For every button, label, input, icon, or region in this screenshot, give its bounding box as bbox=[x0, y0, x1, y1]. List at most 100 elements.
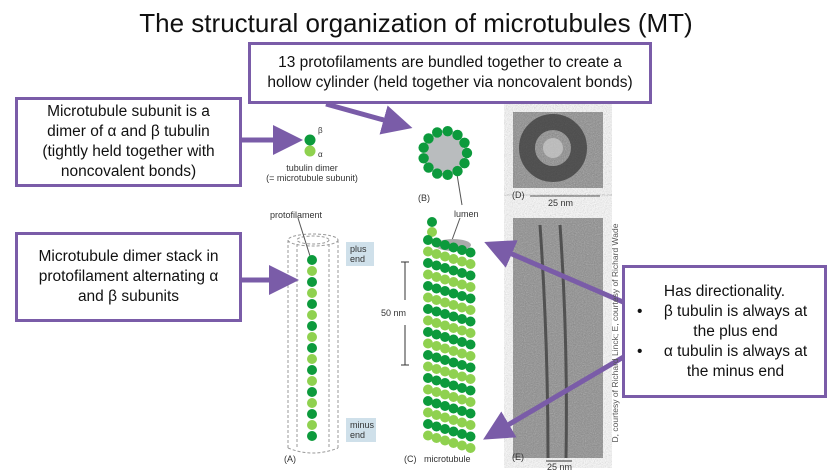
microtubule-subunit bbox=[465, 282, 476, 292]
microtubule-subunit bbox=[423, 361, 433, 372]
microtubule-subunit bbox=[431, 249, 442, 259]
microtubule-subunit bbox=[440, 332, 450, 342]
protofilament-cross-section bbox=[423, 162, 434, 173]
dimer-label-text: tubulin dimer bbox=[286, 163, 338, 173]
panel-b-label: (B) bbox=[418, 193, 430, 203]
alpha-tubulin bbox=[304, 145, 316, 157]
microtubule-subunit bbox=[440, 401, 450, 411]
microtubule-subunit bbox=[448, 242, 459, 253]
microtubule-subunit bbox=[423, 407, 433, 418]
protofilament-cross-section bbox=[418, 142, 429, 153]
microtubule-subunit bbox=[440, 297, 450, 308]
beta-label: β bbox=[318, 126, 323, 135]
microtubule-subunit bbox=[465, 339, 476, 350]
microtubule-subunit bbox=[457, 383, 467, 393]
microtubule-subunit bbox=[423, 419, 433, 429]
microtubule-subunit bbox=[465, 305, 476, 315]
microtubule-subunit bbox=[431, 283, 442, 294]
plus-end-label: plus end bbox=[346, 242, 374, 266]
microtubule-subunit bbox=[423, 258, 433, 268]
microtubule-subunit bbox=[431, 237, 442, 248]
microtubule-subunit bbox=[431, 421, 442, 432]
microtubule-subunit bbox=[465, 351, 476, 361]
microtubule-subunit bbox=[423, 281, 433, 291]
callout-arrows bbox=[241, 101, 634, 440]
protofilament-cross-section bbox=[423, 133, 434, 144]
microtubule-subunit bbox=[431, 260, 442, 271]
microtubule-subunit bbox=[457, 314, 467, 324]
microtubule-subunit bbox=[440, 263, 450, 273]
microtubule-subunit bbox=[465, 259, 476, 269]
microtubule-subunit bbox=[448, 277, 459, 287]
panel-e-label: (E) bbox=[512, 452, 524, 462]
beta-subunit bbox=[307, 343, 317, 353]
microtubule-subunit bbox=[448, 357, 459, 368]
microtubule-subunit bbox=[465, 397, 476, 407]
beta-subunit bbox=[307, 299, 317, 309]
microtubule-label: microtubule bbox=[424, 454, 471, 464]
alpha-subunit bbox=[427, 227, 437, 237]
protofilament-cylinder bbox=[287, 233, 339, 454]
lumen bbox=[426, 134, 464, 172]
microtubule-subunit bbox=[457, 429, 467, 439]
alpha-subunit bbox=[307, 266, 317, 276]
microtubule-subunit bbox=[448, 426, 459, 437]
microtubule-subunit bbox=[465, 270, 476, 281]
micrograph-e bbox=[513, 218, 603, 459]
microtubule-subunit bbox=[431, 295, 442, 305]
dimer-label: tubulin dimer(= microtubule subunit) bbox=[262, 163, 362, 183]
microtubule-subunit bbox=[431, 375, 442, 386]
microtubule-subunit bbox=[448, 369, 459, 379]
protofilament-cross-section bbox=[452, 165, 463, 177]
microtubule-subunit bbox=[465, 443, 476, 453]
microtubule-subunit bbox=[431, 352, 442, 363]
microtubule-subunit bbox=[440, 251, 450, 262]
protofilament-cross-section bbox=[459, 137, 470, 148]
alpha-subunit bbox=[307, 420, 317, 430]
protofilament-cross-section bbox=[442, 169, 453, 181]
beta-subunit bbox=[307, 321, 317, 331]
protofilament-cross-section bbox=[431, 168, 443, 179]
microtubule-subunit bbox=[440, 389, 450, 400]
microtubule-subunit bbox=[448, 346, 459, 356]
microtubule-subunit bbox=[431, 272, 442, 282]
alpha-subunit bbox=[307, 332, 317, 342]
microtubule-subunit bbox=[440, 274, 450, 285]
microtubule-subunit bbox=[431, 329, 442, 340]
microtubule-subunit bbox=[465, 247, 476, 258]
microtubule-subunit bbox=[423, 430, 433, 441]
microtubule-subunit bbox=[465, 328, 476, 338]
beta-subunit bbox=[307, 387, 317, 397]
arrow-to-plus-end bbox=[484, 240, 631, 308]
slide-title: The structural organization of microtubu… bbox=[139, 8, 693, 38]
microtubule-subunit bbox=[440, 366, 450, 377]
microtubule-subunit bbox=[457, 245, 467, 255]
microtubule-subunit bbox=[465, 362, 476, 373]
microtubule-subunit bbox=[440, 378, 450, 388]
directionality-heading: Has directionality. bbox=[663, 282, 786, 300]
microtubule-subunit bbox=[440, 240, 450, 250]
microtubule-subunit bbox=[465, 385, 476, 396]
microtubule-subunit bbox=[448, 311, 459, 322]
microtubule-subunit bbox=[465, 420, 476, 430]
microtubule-subunit bbox=[440, 435, 450, 446]
callout-directionality: Has directionality. β tubulin is always … bbox=[622, 265, 827, 398]
lumen-label: lumen bbox=[454, 209, 479, 219]
microtubule-subunit bbox=[423, 373, 433, 383]
callout-protofilaments: 13 protofilaments are bundled together t… bbox=[248, 42, 652, 104]
micrograph-d bbox=[513, 112, 603, 188]
microtubule-subunit bbox=[465, 374, 476, 384]
protofilament-pointer bbox=[297, 217, 311, 257]
alpha-subunit bbox=[307, 398, 317, 408]
microtubule-subunit bbox=[423, 327, 433, 337]
beta-subunit bbox=[307, 255, 317, 265]
microtubule-subunit bbox=[457, 279, 467, 290]
microtubule-subunit bbox=[457, 440, 467, 451]
beta-subunit bbox=[307, 365, 317, 375]
microtubule-subunit bbox=[457, 371, 467, 382]
protofilament-cross-section bbox=[461, 147, 473, 159]
protofilament-cross-section bbox=[452, 129, 463, 141]
microtubule-subunit bbox=[448, 380, 459, 391]
microtubule-subunit bbox=[457, 256, 467, 267]
